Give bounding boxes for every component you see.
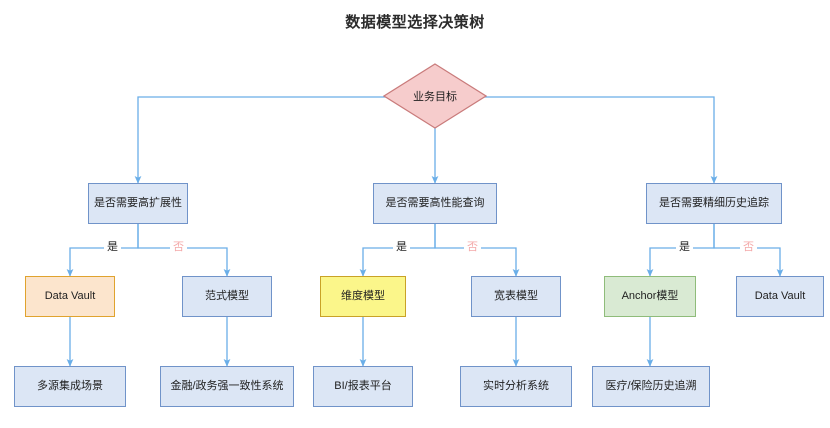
scenario-node-multi-source-integration[interactable]: 多源集成场景 [14, 366, 126, 407]
result-node-dimensional-model[interactable]: 维度模型 [320, 276, 406, 317]
scenario-node-label: 实时分析系统 [483, 379, 549, 392]
result-node-label: Anchor模型 [621, 289, 679, 302]
edge-label-yes-performance: 是 [393, 240, 410, 254]
scenario-node-label: 医疗/保险历史追溯 [605, 379, 697, 392]
edge-label-no-scalability: 否 [170, 240, 187, 254]
result-node-anchor-model[interactable]: Anchor模型 [604, 276, 696, 317]
result-node-data-vault-scalable[interactable]: Data Vault [25, 276, 115, 317]
result-node-label: 宽表模型 [494, 289, 538, 302]
decision-node-label: 业务目标 [413, 91, 457, 103]
scenario-node-healthcare-insurance[interactable]: 医疗/保险历史追溯 [592, 366, 710, 407]
result-node-wide-table-model[interactable]: 宽表模型 [471, 276, 561, 317]
scenario-node-label: 多源集成场景 [37, 379, 103, 392]
question-node-label: 是否需要精细历史追踪 [659, 196, 769, 209]
result-node-label: Data Vault [44, 289, 96, 302]
question-node-label: 是否需要高性能查询 [385, 196, 485, 209]
question-node-label: 是否需要高扩展性 [94, 196, 182, 209]
result-node-normalized-model[interactable]: 范式模型 [182, 276, 272, 317]
result-node-label: Data Vault [754, 289, 806, 302]
question-node-scalability[interactable]: 是否需要高扩展性 [88, 183, 188, 224]
decision-node-business-goal[interactable]: 业务目标 [383, 63, 487, 129]
edge-label-yes-scalability: 是 [104, 240, 121, 254]
scenario-node-label: BI/报表平台 [334, 379, 392, 392]
page-title: 数据模型选择决策树 [345, 14, 485, 31]
question-node-performance[interactable]: 是否需要高性能查询 [373, 183, 497, 224]
edge-label-no-history: 否 [740, 240, 757, 254]
result-node-label: 维度模型 [341, 289, 385, 302]
question-node-history-tracking[interactable]: 是否需要精细历史追踪 [646, 183, 782, 224]
scenario-node-finance-government[interactable]: 金融/政务强一致性系统 [160, 366, 294, 407]
result-node-data-vault-history[interactable]: Data Vault [736, 276, 824, 317]
scenario-node-realtime-analytics[interactable]: 实时分析系统 [460, 366, 572, 407]
result-node-label: 范式模型 [205, 289, 249, 302]
edge-label-no-performance: 否 [464, 240, 481, 254]
scenario-node-bi-reporting[interactable]: BI/报表平台 [313, 366, 413, 407]
diamond-shape [383, 63, 487, 129]
scenario-node-label: 金融/政务强一致性系统 [170, 379, 284, 392]
edge-label-yes-history: 是 [676, 240, 693, 254]
